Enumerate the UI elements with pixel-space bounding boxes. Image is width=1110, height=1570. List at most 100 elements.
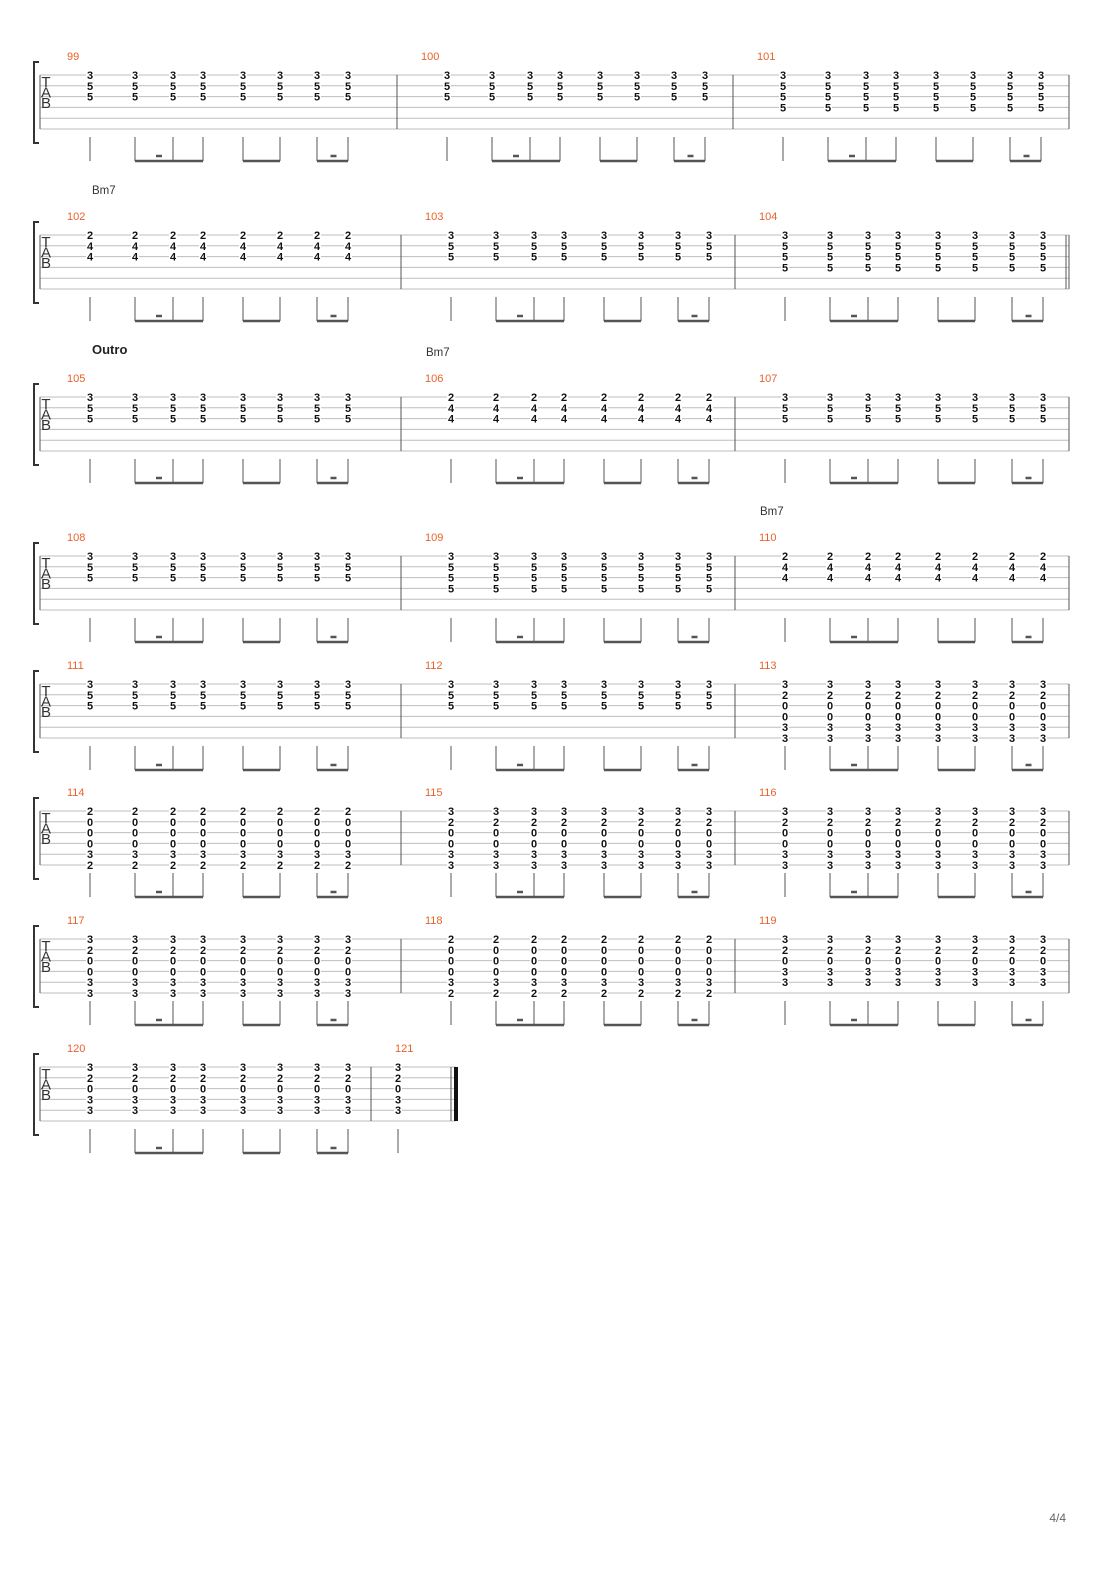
fret-bg bbox=[674, 572, 682, 583]
fret-number: 3 bbox=[1009, 806, 1015, 818]
fret-number: 0 bbox=[1009, 838, 1015, 850]
fret-bg bbox=[199, 230, 207, 240]
fret-number: 0 bbox=[935, 711, 941, 723]
fret-bg bbox=[864, 572, 872, 583]
fret-number: 3 bbox=[865, 934, 871, 946]
fret-number: 5 bbox=[531, 252, 537, 264]
fret-number: 3 bbox=[827, 230, 833, 242]
fret-bg bbox=[892, 80, 900, 91]
fret-bg bbox=[344, 70, 352, 80]
fret-number: 3 bbox=[200, 679, 206, 691]
fret-number: 0 bbox=[240, 838, 246, 850]
fret-bg bbox=[781, 689, 789, 700]
fret-bg bbox=[864, 806, 872, 816]
fret-bg bbox=[447, 583, 455, 594]
measure-number: 104 bbox=[759, 211, 778, 223]
fret-bg bbox=[600, 816, 608, 827]
fret-number: 3 bbox=[782, 860, 788, 872]
fret-bg bbox=[131, 806, 139, 816]
fret-number: 0 bbox=[1040, 701, 1046, 713]
fret-number: 3 bbox=[782, 733, 788, 745]
fret-number: 0 bbox=[782, 956, 788, 968]
fret-number: 5 bbox=[935, 241, 941, 253]
fret-number: 2 bbox=[895, 551, 901, 563]
fret-bg bbox=[199, 91, 207, 102]
fret-bg bbox=[971, 230, 979, 240]
fret-bg bbox=[826, 551, 834, 561]
fret-number: 3 bbox=[1040, 733, 1046, 745]
fret-number: 3 bbox=[865, 722, 871, 734]
fret-number: 0 bbox=[448, 956, 454, 968]
tab-clef-letter: A bbox=[41, 1077, 51, 1094]
fret-bg bbox=[705, 944, 713, 955]
fret-number: 5 bbox=[675, 252, 681, 264]
fret-number: 3 bbox=[132, 70, 138, 82]
fret-number: 3 bbox=[827, 966, 833, 978]
fret-bg bbox=[637, 230, 645, 240]
fret-bg bbox=[560, 944, 568, 955]
fret-number: 3 bbox=[782, 806, 788, 818]
fret-bg bbox=[560, 251, 568, 262]
fret-number: 4 bbox=[448, 414, 455, 426]
fret-bg bbox=[1008, 572, 1016, 583]
fret-bg bbox=[239, 240, 247, 251]
fret-bg bbox=[276, 679, 284, 689]
fret-number: 2 bbox=[240, 860, 246, 872]
fret-number: 3 bbox=[972, 849, 978, 861]
fret-number: 3 bbox=[489, 70, 495, 82]
fret-bg bbox=[169, 251, 177, 262]
fret-bg bbox=[1039, 561, 1047, 572]
fret-number: 4 bbox=[638, 403, 645, 415]
fret-bg bbox=[633, 70, 641, 80]
tab-clef-letter: B bbox=[41, 576, 51, 593]
fret-number: 3 bbox=[240, 849, 246, 861]
fret-number: 3 bbox=[170, 70, 176, 82]
fret-number: 5 bbox=[865, 241, 871, 253]
fret-bg bbox=[1008, 806, 1016, 816]
fret-bg bbox=[826, 955, 834, 966]
fret-number: 3 bbox=[970, 70, 976, 82]
fret-number: 5 bbox=[706, 583, 712, 595]
fret-number: 5 bbox=[601, 701, 607, 713]
fret-number: 3 bbox=[638, 806, 644, 818]
fret-number: 5 bbox=[780, 81, 786, 93]
fret-number: 0 bbox=[675, 838, 681, 850]
fret-number: 0 bbox=[200, 838, 206, 850]
fret-bg bbox=[169, 70, 177, 80]
fret-bg bbox=[705, 679, 713, 689]
fret-bg bbox=[600, 977, 608, 988]
fret-bg bbox=[560, 966, 568, 977]
fret-number: 3 bbox=[200, 977, 206, 989]
measure-number: 116 bbox=[759, 787, 777, 799]
fret-number: 2 bbox=[531, 934, 537, 946]
measure-number: 100 bbox=[421, 51, 440, 63]
fret-number: 5 bbox=[493, 252, 499, 264]
fret-number: 5 bbox=[1007, 102, 1013, 114]
fret-bg bbox=[492, 860, 500, 870]
fret-number: 0 bbox=[706, 838, 712, 850]
fret-bg bbox=[443, 70, 451, 80]
fret-number: 5 bbox=[675, 241, 681, 253]
fret-bg bbox=[239, 70, 247, 80]
fret-number: 5 bbox=[277, 81, 283, 93]
fret-number: 3 bbox=[1009, 977, 1015, 989]
fret-bg bbox=[199, 860, 207, 870]
fret-number: 5 bbox=[702, 81, 708, 93]
fret-bg bbox=[637, 561, 645, 572]
fret-number: 2 bbox=[314, 806, 320, 818]
fret-bg bbox=[344, 934, 352, 944]
fret-number: 3 bbox=[170, 977, 176, 989]
fret-number: 3 bbox=[531, 551, 537, 563]
fret-number: 3 bbox=[865, 849, 871, 861]
fret-bg bbox=[492, 816, 500, 827]
fret-bg bbox=[701, 80, 709, 91]
fret-bg bbox=[530, 827, 538, 838]
fret-number: 0 bbox=[395, 1084, 401, 1096]
fret-bg bbox=[670, 70, 678, 80]
fret-number: 2 bbox=[601, 817, 607, 829]
fret-number: 5 bbox=[531, 690, 537, 702]
fret-number: 3 bbox=[200, 551, 206, 563]
fret-bg bbox=[131, 392, 139, 402]
fret-bg bbox=[344, 988, 352, 998]
fret-bg bbox=[488, 91, 496, 102]
